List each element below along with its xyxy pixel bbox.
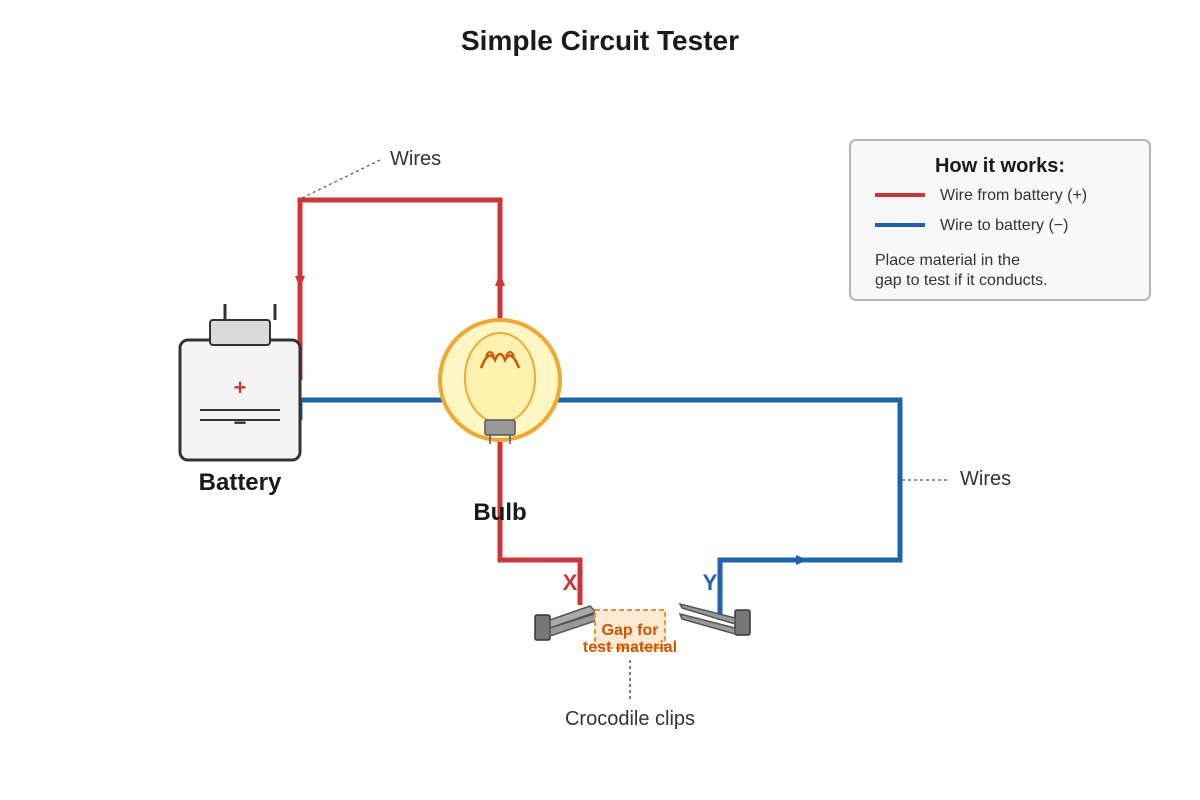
arrow-right-icon (796, 555, 808, 565)
negative-wire-main (297, 397, 903, 620)
battery-body (178, 338, 302, 462)
clip-end-x-label: X (563, 570, 578, 595)
crocodile-clip-left (534, 605, 600, 641)
wires-right-label: Wires (960, 468, 1011, 490)
positive-wire-top-loop (297, 197, 503, 380)
test-gap-box[interactable] (594, 609, 666, 649)
clip-right-jaw-top (678, 602, 736, 626)
legend-note-line2: gap to test if it conducts. (875, 272, 1048, 289)
arrow-down-icon (295, 276, 305, 288)
gap-label-line2: test material (583, 639, 677, 656)
legend-note-line1: Place material in the (875, 252, 1020, 269)
bulb-base (484, 419, 516, 436)
legend-background (849, 139, 1151, 301)
clip-end-y-label: Y (703, 570, 718, 595)
wires-top-label: Wires (390, 148, 441, 170)
arrow-up-icon (495, 273, 505, 286)
battery-cap (209, 319, 271, 346)
legend-item-negative: Wire to battery (−) (940, 217, 1068, 234)
legend-title: How it works: (935, 155, 1065, 177)
bulb-filament-inner (485, 351, 515, 357)
clips-label: Crocodile clips (565, 708, 695, 730)
positive-wire (297, 197, 583, 605)
bulb-glass (464, 332, 536, 424)
negative-wire (297, 397, 903, 620)
wires-top-leader-line (301, 159, 381, 199)
diagram-title: Simple Circuit Tester (461, 25, 739, 56)
legend-box: How it works: Wire from battery (+) Wire… (849, 139, 1151, 301)
gap-label-line1: Gap for (602, 622, 659, 639)
battery-minus-sign: − (234, 410, 247, 435)
clip-left-grip (534, 614, 551, 641)
bulb-filament (479, 352, 521, 369)
battery-plus-sign: + (234, 375, 247, 400)
crocodile-clip-right (678, 602, 751, 636)
clip-right-jaw-bottom (678, 612, 736, 635)
bulb-label: Bulb (473, 499, 526, 526)
battery-label: Battery (199, 469, 282, 496)
bulb (438, 318, 562, 444)
clip-right-grip (734, 609, 751, 636)
positive-wire-bulb-to-clip (497, 442, 583, 605)
legend-item-positive: Wire from battery (+) (940, 187, 1087, 204)
battery: + − (178, 304, 302, 462)
